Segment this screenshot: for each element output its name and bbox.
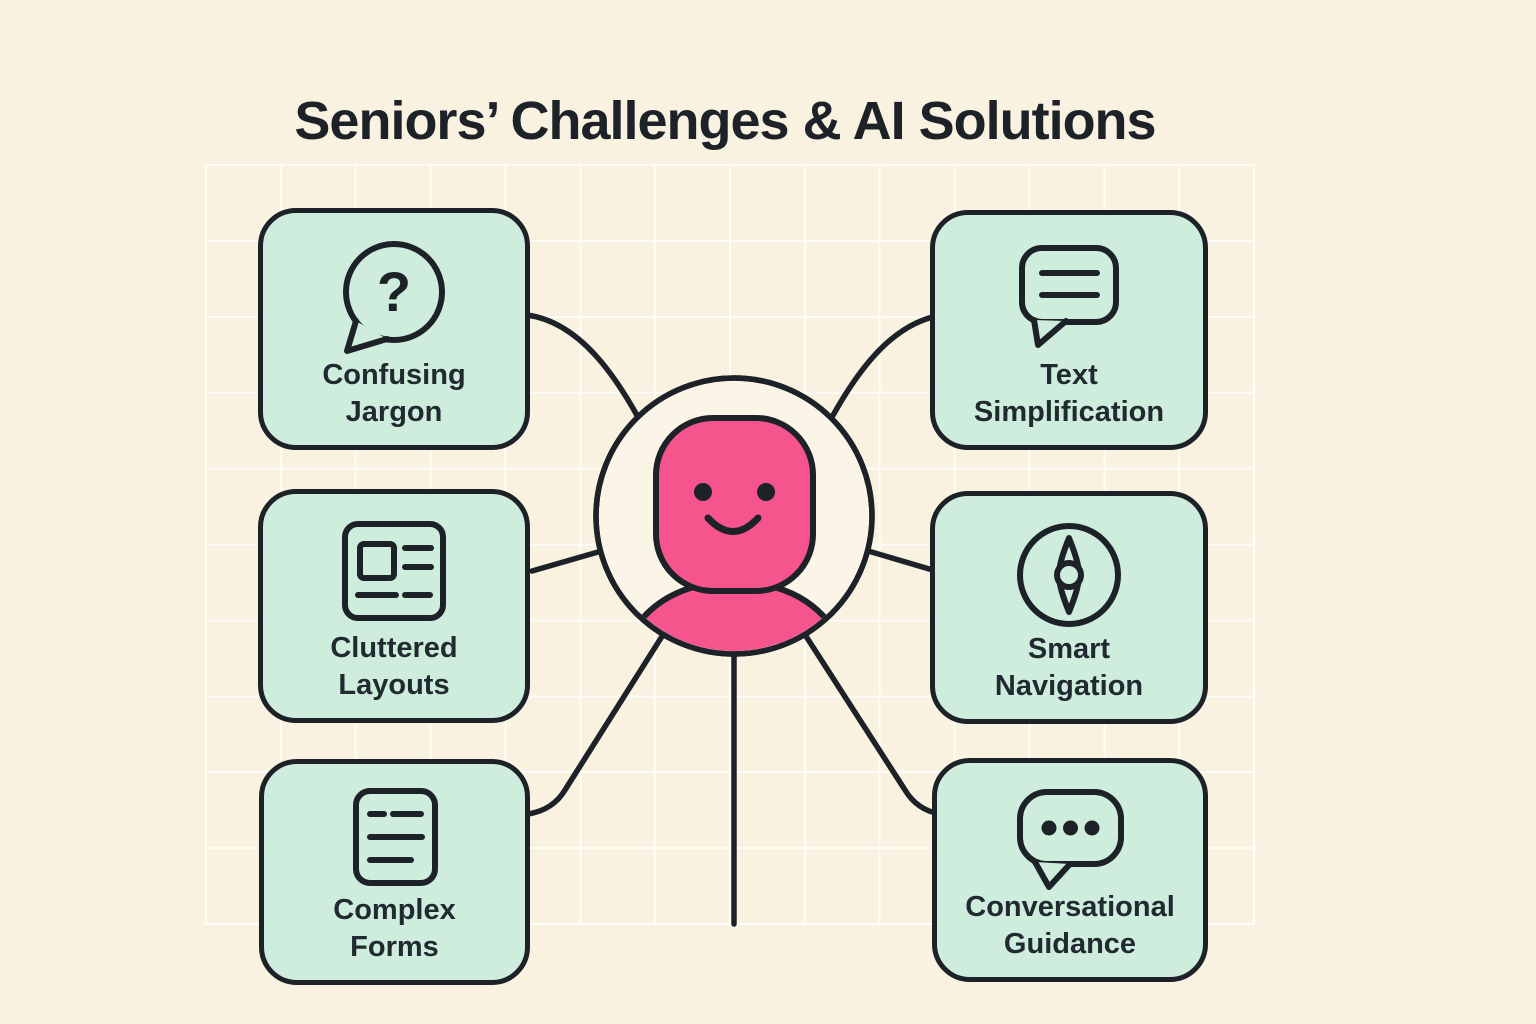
connector-complex-forms [525,627,669,817]
svg-text:?: ? [377,260,411,323]
layout-icon [342,521,446,621]
connector-conversational-guidance [799,627,943,817]
connector-text-simplification [817,312,946,443]
document-lines-icon [352,788,438,886]
avatar-circle-outline [593,375,875,657]
avatar-smile [704,514,762,535]
page-title: Seniors’ Challenges & AI Solutions [294,91,1156,152]
avatar-right-eye [757,483,775,501]
question-bubble-icon: ? [343,241,445,354]
speech-bubble-dots-icon [1017,789,1124,890]
speech-bubble-lines-icon [1019,245,1119,348]
compass-icon [1017,523,1121,627]
avatar-left-eye [694,483,712,501]
connector-smart-navigation [855,545,939,574]
center-avatar [593,375,875,657]
avatar-head [653,415,816,594]
